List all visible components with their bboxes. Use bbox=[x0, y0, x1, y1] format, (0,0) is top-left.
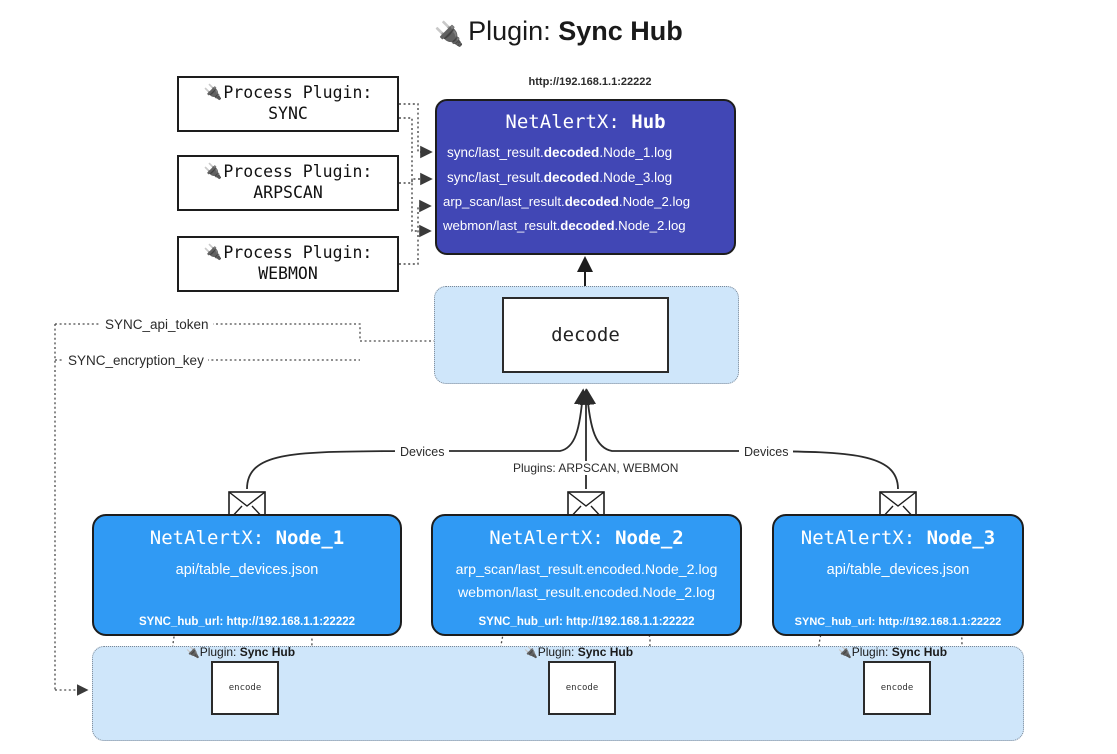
node-lines: api/table_devices.json bbox=[774, 559, 1022, 582]
hub-log-pre: sync/last_result. bbox=[447, 169, 544, 185]
encode-plugin-name: Sync Hub bbox=[891, 645, 948, 659]
hub-title-name: Hub bbox=[631, 111, 666, 133]
decode-box[interactable]: decode bbox=[502, 297, 669, 373]
page-title: 🔌Plugin: Sync Hub bbox=[0, 16, 1117, 49]
node-card-node-3[interactable]: NetAlertX: Node_3 api/table_devices.json… bbox=[772, 514, 1024, 636]
hub-log-line: sync/last_result.decoded.Node_1.log bbox=[439, 141, 732, 166]
encode-plugin-prefix: Plugin: bbox=[851, 645, 892, 659]
node-title: NetAlertX: Node_1 bbox=[94, 527, 400, 549]
hub-log-pre: sync/last_result. bbox=[447, 145, 544, 160]
node-title-name: Node_3 bbox=[926, 527, 996, 549]
sync-encryption-key-label: SYNC_encryption_key bbox=[64, 353, 208, 368]
hub-log-line: sync/last_result.decoded.Node_3.log bbox=[439, 166, 732, 191]
edge-label-devices-right: Devices bbox=[739, 445, 794, 459]
page-title-prefix: Plugin: bbox=[468, 16, 559, 46]
hub-log-mid: decoded bbox=[564, 194, 619, 210]
hub-log-list: sync/last_result.decoded.Node_1.log sync… bbox=[437, 141, 734, 238]
hub-node[interactable]: NetAlertX: Hub sync/last_result.decoded.… bbox=[435, 99, 736, 255]
hub-log-line: arp_scan/last_result.decoded.Node_2.log bbox=[439, 190, 732, 214]
node-title-prefix: NetAlertX: bbox=[800, 527, 927, 549]
hub-log-mid: decoded bbox=[543, 169, 600, 185]
encode-plugin-name: Sync Hub bbox=[239, 645, 296, 659]
encode-plugin-label: 🔌Plugin: Sync Hub bbox=[186, 645, 295, 659]
node-title-prefix: NetAlertX: bbox=[489, 527, 616, 549]
process-plugin-webmon[interactable]: 🔌Process Plugin: WEBMON bbox=[177, 236, 399, 292]
edge-label-devices-left: Devices bbox=[395, 445, 450, 459]
hub-title: NetAlertX: Hub bbox=[437, 111, 734, 133]
node-lines: arp_scan/last_result.encoded.Node_2.log … bbox=[433, 559, 740, 605]
process-plugin-sync[interactable]: 🔌Process Plugin: SYNC bbox=[177, 76, 399, 132]
plug-icon: 🔌 bbox=[838, 647, 852, 659]
node-hub-url-label: SYNC_hub_url: http://192.168.1.1:22222 bbox=[794, 616, 1002, 628]
encode-box[interactable]: encode bbox=[548, 661, 616, 715]
node-lines: api/table_devices.json bbox=[94, 559, 400, 582]
node-line: api/table_devices.json bbox=[826, 562, 970, 578]
encode-plugin-label: 🔌Plugin: Sync Hub bbox=[524, 645, 633, 659]
plug-icon: 🔌 bbox=[203, 84, 223, 102]
process-plugin-sync-line1: Process Plugin: bbox=[223, 83, 373, 103]
node-title-prefix: NetAlertX: bbox=[149, 527, 276, 549]
node-title: NetAlertX: Node_2 bbox=[433, 527, 740, 549]
encode-plugin-name: Sync Hub bbox=[577, 645, 634, 659]
process-plugin-sync-line2: SYNC bbox=[268, 104, 308, 123]
page-title-name: Sync Hub bbox=[558, 16, 683, 46]
node-title-name: Node_2 bbox=[615, 527, 684, 549]
process-plugin-arpscan-line1: Process Plugin: bbox=[223, 162, 373, 182]
encode-plugin-prefix: Plugin: bbox=[199, 645, 240, 659]
node-card-node-1[interactable]: NetAlertX: Node_1 api/table_devices.json… bbox=[92, 514, 402, 636]
hub-log-mid: decoded bbox=[560, 218, 615, 234]
hub-log-post: .Node_3.log bbox=[599, 169, 673, 185]
process-plugin-webmon-line2: WEBMON bbox=[258, 264, 318, 283]
plug-icon: 🔌 bbox=[203, 244, 223, 262]
node-hub-url-label: SYNC_hub_url: http://192.168.1.1:22222 bbox=[138, 616, 356, 628]
node-line: webmon/last_result.encoded.Node_2.log bbox=[457, 585, 716, 601]
edge-label-plugins: Plugins: ARPSCAN, WEBMON bbox=[508, 461, 684, 475]
plug-icon: 🔌 bbox=[434, 21, 465, 48]
hub-log-mid: decoded bbox=[543, 145, 600, 160]
plug-icon: 🔌 bbox=[186, 647, 200, 659]
node-card-node-2[interactable]: NetAlertX: Node_2 arp_scan/last_result.e… bbox=[431, 514, 742, 636]
hub-log-line: webmon/last_result.decoded.Node_2.log bbox=[439, 214, 732, 238]
node-line: api/table_devices.json bbox=[175, 562, 319, 578]
encode-plugin-label: 🔌Plugin: Sync Hub bbox=[838, 645, 947, 659]
node-line: arp_scan/last_result.encoded.Node_2.log bbox=[455, 562, 718, 578]
node-hub-url-label: SYNC_hub_url: http://192.168.1.1:22222 bbox=[478, 616, 695, 628]
sync-api-token-label: SYNC_api_token bbox=[101, 317, 213, 332]
hub-log-pre: webmon/last_result. bbox=[443, 218, 561, 234]
node-title: NetAlertX: Node_3 bbox=[774, 527, 1022, 549]
hub-log-pre: arp_scan/last_result. bbox=[443, 194, 565, 210]
encode-plugin-prefix: Plugin: bbox=[537, 645, 578, 659]
node-title-name: Node_1 bbox=[275, 527, 345, 549]
hub-url-label: http://192.168.1.1:22222 bbox=[528, 76, 652, 88]
encode-box[interactable]: encode bbox=[211, 661, 279, 715]
hub-log-post: .Node_1.log bbox=[599, 145, 673, 160]
process-plugin-arpscan-line2: ARPSCAN bbox=[253, 183, 323, 202]
hub-log-post: .Node_2.log bbox=[618, 194, 691, 210]
plug-icon: 🔌 bbox=[203, 163, 223, 181]
encode-box[interactable]: encode bbox=[863, 661, 931, 715]
process-plugin-arpscan[interactable]: 🔌Process Plugin: ARPSCAN bbox=[177, 155, 399, 211]
hub-title-prefix: NetAlertX: bbox=[505, 111, 632, 133]
process-plugin-webmon-line1: Process Plugin: bbox=[223, 243, 373, 263]
plug-icon: 🔌 bbox=[524, 647, 538, 659]
hub-log-post: .Node_2.log bbox=[614, 218, 686, 234]
